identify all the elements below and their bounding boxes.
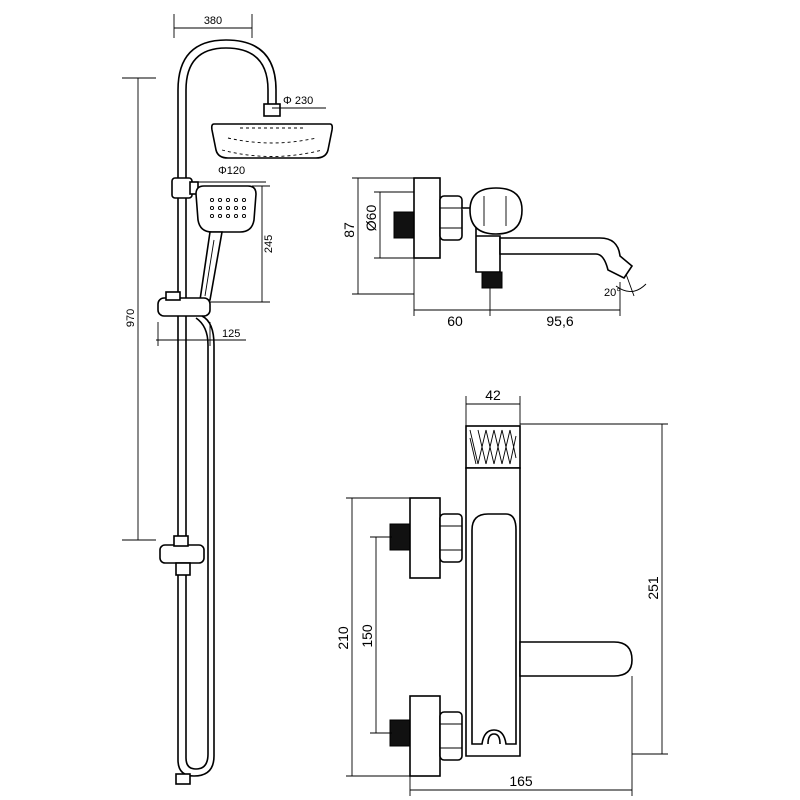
- upper-bracket: [171, 177, 193, 199]
- dim-251: 251: [520, 423, 668, 755]
- dim-150: 150: [359, 536, 392, 734]
- dim-nut-diameter: Ø60: [363, 191, 414, 259]
- dim-245: 245: [210, 185, 275, 303]
- rain-shower-head: [210, 123, 334, 159]
- hand-shower: [195, 185, 257, 301]
- front-spout: [519, 641, 633, 677]
- side-outlet-thread: [481, 271, 503, 289]
- dim-label-hand-diameter: Φ120: [218, 165, 245, 177]
- dim-42: 42: [465, 387, 521, 426]
- front-top-cap: [465, 425, 521, 469]
- dim-label-60: 60: [447, 313, 463, 329]
- dim-label-head-diameter: Φ 230: [283, 95, 313, 107]
- shower-set: 380 Φ 230 Φ120 245 970: [122, 14, 334, 785]
- dim-label-210: 210: [335, 626, 351, 650]
- dim-label-150: 150: [359, 624, 375, 648]
- dim-label-42: 42: [485, 387, 501, 403]
- dim-depth: 60 95,6: [413, 258, 621, 329]
- front-lower-inlet: [389, 695, 463, 777]
- front-upper-inlet: [389, 497, 463, 579]
- dim-head-diameter: Φ 230: [272, 95, 326, 109]
- dim-87: 87: [341, 177, 414, 295]
- dim-165: 165: [409, 676, 633, 796]
- dim-label-angle: 20°: [604, 287, 621, 299]
- hand-shower-holder: [157, 291, 211, 317]
- dim-970: 970: [122, 77, 156, 541]
- dim-label-251: 251: [645, 576, 661, 600]
- mixer-front-view: 42 251 210 150 165: [335, 387, 668, 796]
- side-spout: [499, 237, 634, 280]
- angle-arc: [615, 283, 647, 292]
- outlet-connector: [159, 535, 205, 576]
- dim-label-245: 245: [263, 235, 275, 253]
- dim-hand-diameter: Φ120: [190, 165, 266, 183]
- front-slot: [471, 513, 517, 745]
- dim-label-nut-diameter: Ø60: [363, 205, 379, 232]
- side-handle: [469, 187, 523, 235]
- dim-380: 380: [173, 14, 253, 38]
- dim-label-165: 165: [509, 773, 533, 789]
- front-body: [465, 467, 521, 757]
- shower-hose: [175, 315, 215, 785]
- dim-125: 125: [156, 322, 246, 346]
- side-wall-flange: [413, 177, 441, 259]
- dim-label-970: 970: [125, 309, 137, 327]
- side-nut: [439, 195, 463, 241]
- dim-label-125: 125: [222, 328, 240, 340]
- mixer-side-view: 20° 87 Ø60 60 95,6: [341, 177, 647, 329]
- dim-label-95-6: 95,6: [546, 313, 573, 329]
- dim-label-380: 380: [204, 15, 222, 27]
- side-inlet-thread: [393, 211, 415, 239]
- dim-210: 210: [335, 497, 410, 777]
- dim-label-87: 87: [341, 222, 357, 238]
- shower-rail: [177, 39, 281, 545]
